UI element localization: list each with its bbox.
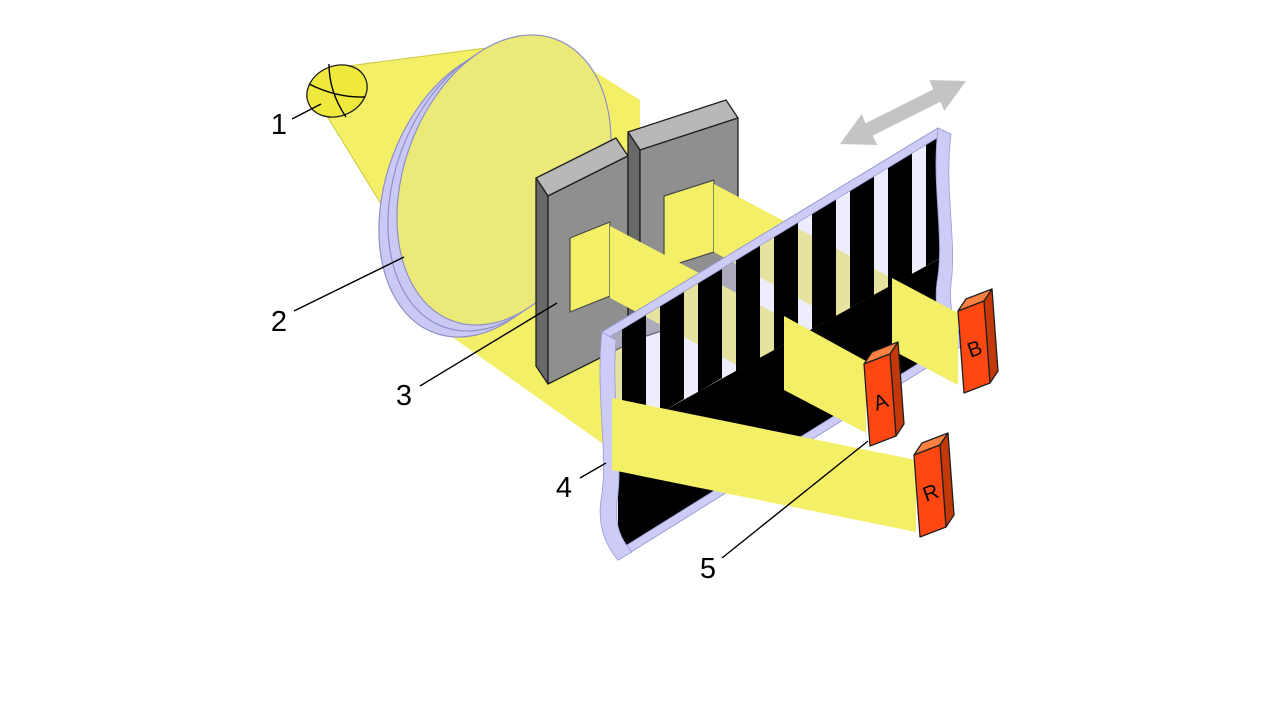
code-strip-bar: [698, 267, 722, 392]
leader-line-1: [291, 103, 322, 120]
detector-a-front-face: [863, 353, 897, 447]
light-source-bulb: [306, 64, 368, 118]
code-strip-bar: [660, 290, 684, 413]
mask-right-window: [663, 179, 715, 269]
detector-b: B: [957, 288, 999, 394]
part-label-5: 5: [700, 553, 716, 585]
detector-a: A: [863, 341, 905, 447]
code-strip-bar: [850, 175, 874, 308]
leader-line-2: [293, 256, 405, 312]
leader-line-4: [579, 462, 607, 479]
part-label-4: 4: [556, 472, 572, 504]
leader-line-5: [721, 440, 869, 559]
motion-arrow-icon: [837, 78, 969, 147]
code-strip-bar: [736, 244, 760, 371]
mask-left-plate: [535, 137, 629, 385]
detector-r-label: R: [920, 480, 942, 507]
beam-to-a-front: [784, 316, 866, 433]
beam-to-b-front: [892, 278, 958, 385]
bulb-filament-line: [308, 83, 366, 98]
bulb-filament-line: [328, 63, 347, 118]
beam-to-b-behind-strip: [714, 184, 892, 350]
part-label-1: 1: [271, 109, 287, 141]
mask-left-window: [569, 221, 611, 313]
mask-left-side-face: [535, 177, 549, 385]
light-source: [306, 63, 368, 118]
detector-b-front-face: [957, 300, 991, 394]
code-strip-bar: [888, 152, 912, 287]
leader-lines: [291, 103, 869, 559]
part-label-2: 2: [271, 306, 287, 338]
beam-to-r: [612, 398, 916, 532]
code-strip-bar: [812, 198, 836, 329]
part-labels: 1 2 3 4 5: [271, 109, 716, 585]
part-label-3: 3: [396, 380, 412, 412]
leader-line-3: [419, 302, 558, 387]
code-strip-bar: [774, 221, 798, 350]
detector-r-front-face: [913, 444, 947, 538]
detector-r: R: [913, 432, 955, 538]
